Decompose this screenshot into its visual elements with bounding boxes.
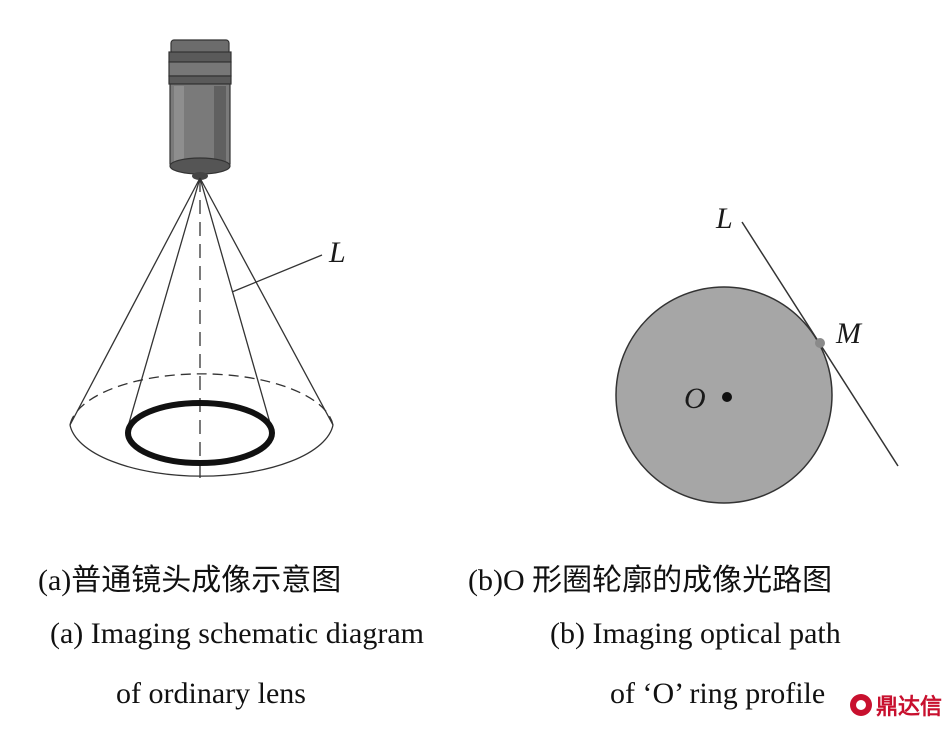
caption-b-english-line1: (b) Imaging optical path xyxy=(550,617,841,650)
center-point-O xyxy=(722,392,732,402)
base-ellipse-front xyxy=(69,424,334,477)
watermark-text: 鼎达信 xyxy=(875,695,942,720)
base-ellipse-back xyxy=(69,373,334,426)
label-L-b: L xyxy=(715,202,733,235)
watermark-logo: 鼎达信 xyxy=(849,689,942,721)
diagram-a: L xyxy=(69,39,346,485)
leader-line-L-a xyxy=(231,254,323,293)
caption-b-english-line2: of ‘O’ ring profile xyxy=(610,677,826,710)
camera-icon xyxy=(168,39,232,180)
label-L-a: L xyxy=(328,236,346,269)
label-O: O xyxy=(684,382,706,415)
caption-a-english-line2: of ordinary lens xyxy=(116,677,306,710)
point-M xyxy=(815,338,825,348)
light-cone xyxy=(69,177,334,485)
watermark-icon xyxy=(849,694,872,716)
label-M: M xyxy=(835,317,863,350)
caption-a-english-line1: (a) Imaging schematic diagram xyxy=(50,617,425,650)
diagram-b: L M O xyxy=(615,202,899,504)
caption-a-chinese: (a)普通镜头成像示意图 xyxy=(38,564,342,597)
caption-b-chinese: (b)O 形圈轮廓的成像光路图 xyxy=(468,564,833,597)
o-ring xyxy=(125,400,275,466)
